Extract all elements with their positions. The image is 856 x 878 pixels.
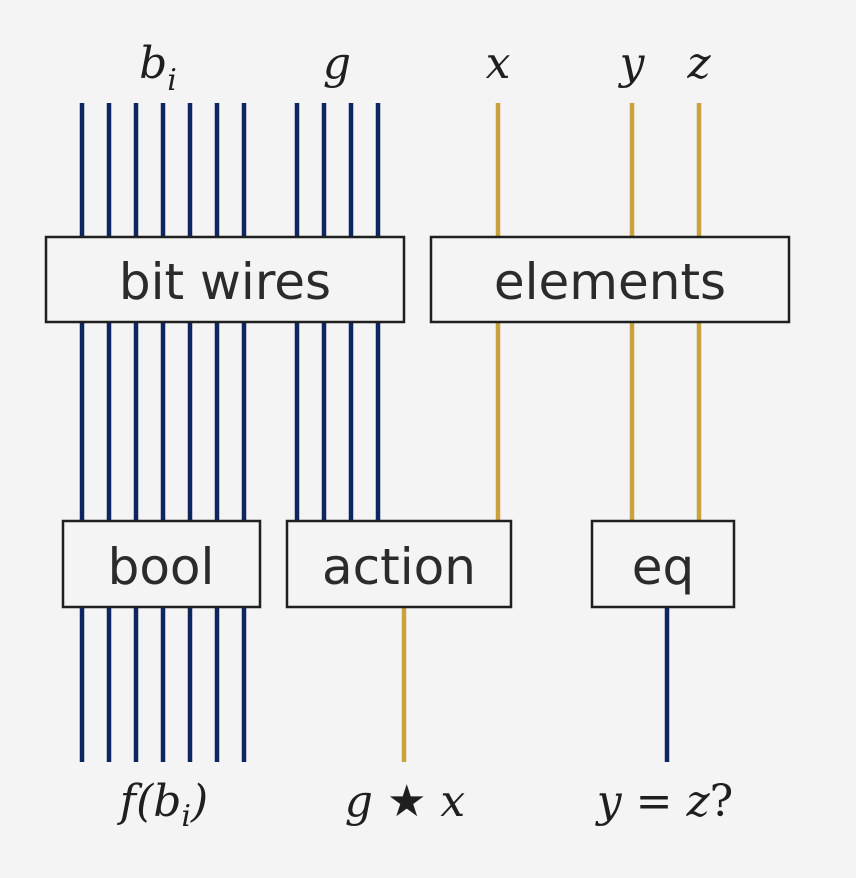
- bit-wires-box-frame: [44, 235, 406, 324]
- bool-box-frame: [61, 519, 262, 609]
- elements-label: elements: [494, 253, 726, 311]
- input-label-z: z: [686, 38, 711, 89]
- eq-label: eq: [632, 538, 695, 596]
- bool-box: bool: [61, 519, 262, 609]
- bool-label: bool: [108, 538, 215, 596]
- action-box-frame: [285, 519, 513, 609]
- output-label-y-eq-z: y = z?: [595, 776, 734, 827]
- bit-wires-box: bit wires: [44, 235, 406, 324]
- bit-wires-label: bit wires: [119, 253, 331, 311]
- eq-box: eq: [590, 519, 736, 609]
- action-box: action: [285, 519, 513, 609]
- input-label-b: bi: [139, 38, 177, 98]
- eq-box-frame: [590, 519, 736, 609]
- output-label-g-star-x: g ★ x: [345, 776, 466, 827]
- wires-layer: [79, 103, 702, 762]
- output-label-f-of-b: f(bi): [117, 776, 208, 834]
- action-label: action: [322, 538, 476, 596]
- elements-box: elements: [429, 235, 791, 324]
- input-label-y: y: [618, 38, 646, 89]
- input-label-g: g: [323, 38, 351, 89]
- elements-box-frame: [429, 235, 791, 324]
- input-label-x: x: [486, 38, 511, 89]
